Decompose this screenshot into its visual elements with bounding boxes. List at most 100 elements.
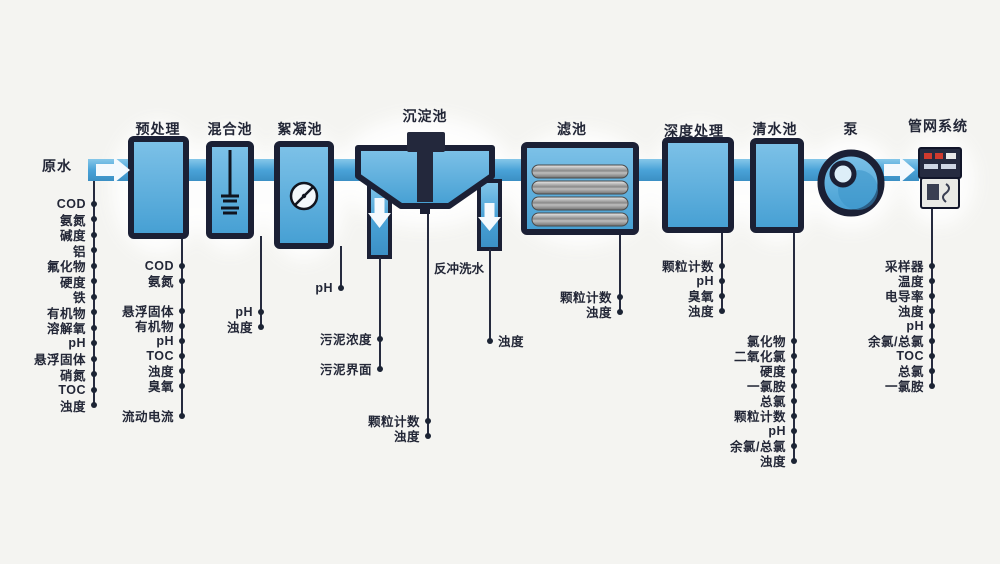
pump-impeller-icon [829, 160, 857, 188]
clarifier-feed-well [407, 132, 445, 202]
bullet-dot [929, 262, 935, 269]
bullet-dot [791, 457, 797, 464]
pump-body [817, 149, 885, 217]
bullet-dot [338, 284, 344, 291]
param-row: 浊度 [560, 304, 623, 320]
param-row: pH [730, 423, 797, 438]
paddle-mixer-icon [289, 181, 319, 211]
param-row: pH [227, 304, 264, 319]
param-row: 浊度 [226, 319, 264, 335]
param-list-flocculation: pH [315, 280, 344, 295]
clear-water-tank [750, 138, 804, 233]
param-row: 颗粒计数 [662, 258, 725, 274]
param-label: 浊度 [59, 399, 86, 414]
param-label: 一氯胺 [746, 380, 786, 394]
bullet-dot [179, 367, 185, 374]
param-row: 流动电流 [121, 408, 185, 424]
param-label: 浊度 [393, 430, 420, 444]
bullet-dot [617, 308, 623, 315]
param-row: 氨氮 [34, 212, 97, 228]
param-label: 硝氮 [59, 368, 86, 383]
param-label: 余氯/总氯 [868, 335, 924, 349]
bullet-dot [258, 308, 264, 315]
param-label: 硬度 [759, 365, 786, 379]
param-row: 总氯 [730, 393, 797, 409]
param-row: 氯化物 [730, 333, 797, 349]
indicator-light-icon [935, 153, 943, 159]
bullet-dot [719, 307, 725, 314]
param-row: 污泥界面 [319, 361, 383, 377]
param-label: 颗粒计数 [367, 415, 420, 429]
advanced-treatment-tank [662, 137, 734, 233]
param-row: 硝氮 [34, 367, 97, 383]
pretreatment-tank [128, 136, 189, 239]
param-row: 臭氧 [122, 378, 185, 394]
param-label: 硬度 [59, 275, 86, 290]
bullet-dot [929, 307, 935, 314]
param-row: 颗粒计数 [560, 289, 623, 305]
param-label: 总氯 [897, 365, 924, 379]
bullet-dot [719, 277, 725, 284]
param-row: 有机物 [34, 305, 97, 321]
param-row: pH [122, 333, 185, 348]
param-row: 电导率 [868, 288, 935, 304]
param-label: pH [68, 336, 86, 351]
param-label: 悬浮固体 [33, 353, 86, 368]
param-label: 氟化物 [46, 260, 86, 275]
param-label: 浊度 [498, 335, 525, 349]
param-row: 臭氧 [662, 288, 725, 304]
param-row: TOC [34, 382, 97, 398]
param-row: 碱度 [34, 227, 97, 243]
param-label: 铝 [72, 244, 86, 259]
param-label: 浊度 [226, 321, 253, 335]
param-label: 余氯/总氯 [730, 440, 786, 454]
param-list-mixing: pH 浊度 [226, 304, 264, 335]
param-row: 浊度 [34, 398, 97, 414]
network-device [918, 147, 962, 209]
param-row: 溶解氧 [34, 320, 97, 336]
param-label: 温度 [897, 275, 924, 289]
param-list-sludge: 污泥浓度污泥界面 [319, 331, 383, 377]
param-row: 余氯/总氯 [868, 333, 935, 349]
param-label: pH [696, 273, 714, 288]
param-label: 二氧化氯 [733, 350, 786, 364]
bullet-dot [719, 292, 725, 299]
backwash-water-label: 反冲洗水 [433, 262, 484, 276]
param-list-backwash: 浊度 [487, 333, 525, 349]
stage-title-network: 管网系统 [908, 118, 968, 134]
indicator-light-icon [924, 153, 932, 159]
param-row: pH [34, 336, 97, 352]
stage-title-sedimentation: 沉淀池 [402, 108, 448, 124]
param-label: TOC [896, 348, 924, 363]
param-row: 悬浮固体 [122, 303, 185, 319]
bullet-dot [929, 337, 935, 344]
raw-water-label: 原水 [42, 158, 72, 174]
bullet-dot [91, 278, 97, 285]
stage-title-advanced: 深度处理 [664, 123, 724, 139]
param-label: 浊度 [759, 455, 786, 469]
param-label: TOC [146, 348, 174, 363]
param-row: 氨氮 [122, 273, 185, 289]
flow-arrow-icon [96, 157, 130, 183]
stage-title-pretreatment: 预处理 [135, 121, 181, 137]
param-list-sedimentation: 颗粒计数浊度 [367, 413, 431, 444]
param-row: 二氧化氯 [730, 348, 797, 364]
bullet-dot [91, 247, 97, 254]
param-row: 总氯 [868, 363, 935, 379]
bullet-dot [929, 277, 935, 284]
param-label: 流动电流 [121, 410, 174, 424]
bullet-dot [377, 335, 383, 342]
param-label: 污泥界面 [319, 363, 372, 377]
param-row: 一氯胺 [730, 378, 797, 394]
bullet-dot [91, 371, 97, 378]
param-row: 污泥浓度 [320, 331, 383, 347]
bullet-dot [179, 277, 185, 284]
bullet-dot [91, 216, 97, 223]
bullet-dot [258, 323, 264, 330]
bullet-dot [179, 352, 185, 359]
param-label: 臭氧 [687, 290, 714, 304]
stage-title-flocculation: 絮凝池 [277, 121, 323, 137]
stage-title-filter: 滤池 [557, 121, 587, 137]
